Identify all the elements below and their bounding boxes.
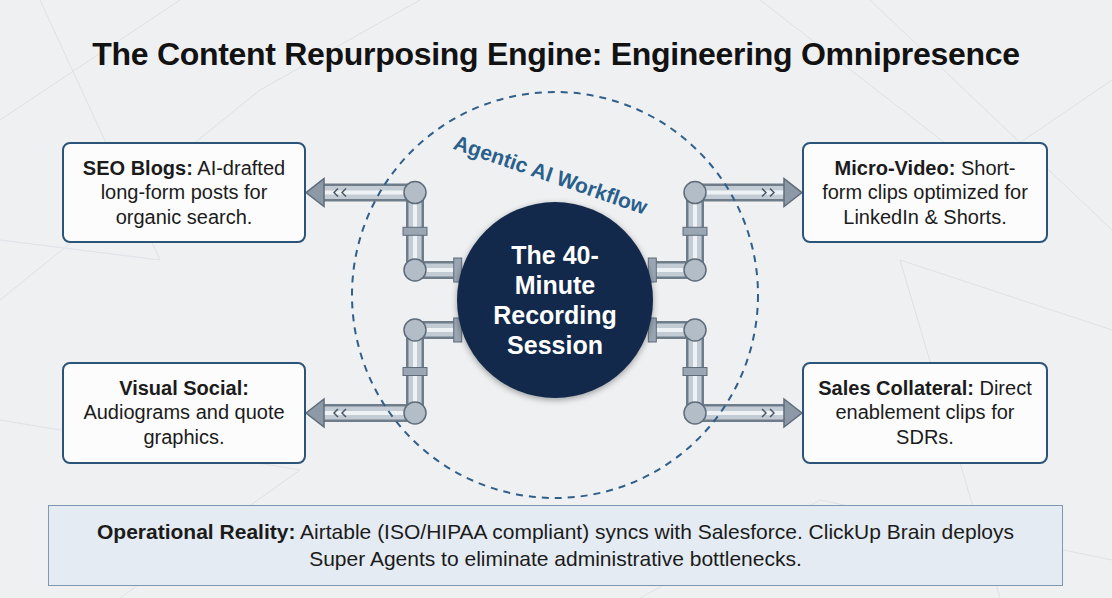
pipe-inner [322,330,462,413]
arrow-head [784,399,802,427]
box-body: Airtable (ISO/HIPAA compliant) syncs wit… [300,520,1014,570]
pipe-elbow [684,259,706,281]
output-box: Sales Collateral: Direct enablement clip… [802,362,1048,464]
pipe-connector [306,179,462,282]
box-heading: Sales Collateral: [818,377,974,399]
pipe-flange [683,368,707,376]
pipe-inner [322,193,462,270]
flow-chevron [342,409,346,417]
flow-chevron [334,189,338,197]
pipe-connector [648,318,802,427]
arrow-head [306,399,324,427]
pipe-shine [322,330,462,413]
pipe-elbow [684,402,706,424]
pipe-connector [648,179,802,282]
pipe-inner [648,193,786,270]
pipe-elbow [684,319,706,341]
flow-chevron [762,409,766,417]
arrow-head [306,179,324,207]
hub-circle: The 40-Minute Recording Session [457,202,653,398]
flow-chevron [342,189,346,197]
flow-chevron [762,189,766,197]
pipe-elbow [404,182,426,204]
pipe-elbow [404,319,426,341]
pipe-outer [648,330,786,413]
pipe-connector [306,318,462,427]
arrow-head [784,179,802,207]
hub-text: The 40-Minute Recording Session [480,240,630,360]
pipe-flange [403,368,427,376]
output-box: Micro-Video: Short-form clips optimized … [802,142,1048,243]
box-heading: Operational Reality: [97,520,295,543]
flow-chevron [334,409,338,417]
pipe-shine [322,193,462,270]
pipe-elbow [684,182,706,204]
flow-chevron [770,189,774,197]
box-heading: Micro-Video: [835,157,956,179]
output-box: Visual Social: Audiograms and quote grap… [62,362,306,464]
pipe-outer [322,193,462,270]
workflow-ring: Agentic AI WorkflowThe 40-Minute Recordi… [350,90,760,500]
pipe-shine [648,330,786,413]
pipe-inner [648,330,786,413]
pipe-elbow [404,259,426,281]
operations-band: Operational Reality: Airtable (ISO/HIPAA… [48,505,1063,586]
pipe-shine [648,193,786,270]
pipe-outer [322,330,462,413]
box-heading: Visual Social: [76,376,292,400]
output-box: SEO Blogs: AI-drafted long-form posts fo… [62,142,306,243]
pipe-outer [648,193,786,270]
pipe-elbow [404,402,426,424]
pipe-flange [683,227,707,235]
diagram-title: The Content Repurposing Engine: Engineer… [0,36,1112,73]
box-body: Audiograms and quote graphics. [83,401,284,447]
pipe-flange [403,227,427,235]
flow-chevron [770,409,774,417]
box-heading: SEO Blogs: [83,157,193,179]
